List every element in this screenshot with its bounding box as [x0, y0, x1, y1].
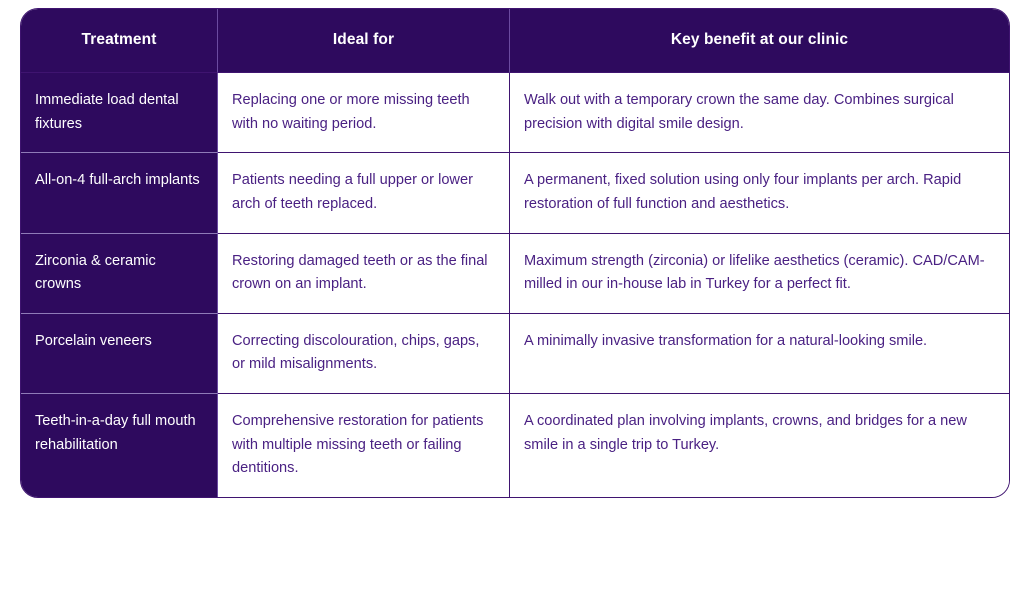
treatment-name: Porcelain veneers: [35, 332, 152, 349]
cell-ideal-for: Restoring damaged teeth or as the final …: [218, 233, 510, 314]
ideal-for-text: Patients needing a full upper or lower a…: [232, 172, 473, 212]
cell-treatment: All-on-4 full-arch implants: [21, 153, 218, 234]
treatment-name: All-on-4 full-arch implants: [35, 172, 200, 189]
table-row: Zirconia & ceramic crowns Restoring dama…: [21, 233, 1009, 314]
ideal-for-text: Replacing one or more missing teeth with…: [232, 92, 470, 132]
cell-ideal-for: Patients needing a full upper or lower a…: [218, 153, 510, 234]
treatment-comparison-table: Treatment Ideal for Key benefit at our c…: [20, 8, 1010, 499]
cell-treatment: Immediate load dental fixtures: [21, 73, 218, 154]
treatment-name: Teeth-in-a-day full mouth rehabilitation: [35, 413, 196, 453]
table-row: Immediate load dental fixtures Replacing…: [21, 73, 1009, 154]
ideal-for-text: Restoring damaged teeth or as the final …: [232, 252, 488, 293]
table-row: Teeth-in-a-day full mouth rehabilitation…: [21, 394, 1009, 498]
table-header-row: Treatment Ideal for Key benefit at our c…: [21, 9, 1009, 73]
key-benefit-text: A permanent, fixed solution using only f…: [524, 172, 962, 212]
table-row: All-on-4 full-arch implants Patients nee…: [21, 153, 1009, 234]
cell-treatment: Porcelain veneers: [21, 313, 218, 395]
key-benefit-text: Maximum strength (zirconia) or lifelike …: [524, 252, 985, 293]
key-benefit-text: A coordinated plan involving implants, c…: [524, 413, 967, 453]
cell-treatment: Teeth-in-a-day full mouth rehabilitation: [21, 394, 218, 498]
ideal-for-text: Correcting discolouration, chips, gaps, …: [232, 332, 480, 373]
table-row: Porcelain veneers Correcting discolourat…: [21, 313, 1009, 395]
key-benefit-text: Walk out with a temporary crown the same…: [524, 92, 954, 132]
column-header-treatment: Treatment: [21, 9, 218, 73]
table-header: Treatment Ideal for Key benefit at our c…: [21, 9, 1009, 73]
cell-key-benefit: A permanent, fixed solution using only f…: [510, 153, 1009, 234]
cell-ideal-for: Comprehensive restoration for patients w…: [218, 394, 510, 498]
cell-key-benefit: A coordinated plan involving implants, c…: [510, 394, 1009, 498]
table-body: Immediate load dental fixtures Replacing…: [21, 73, 1009, 498]
key-benefit-text: A minimally invasive transformation for …: [524, 332, 928, 349]
cell-treatment: Zirconia & ceramic crowns: [21, 233, 218, 314]
cell-key-benefit: Walk out with a temporary crown the same…: [510, 73, 1009, 154]
column-header-ideal-for: Ideal for: [218, 9, 510, 73]
cell-key-benefit: A minimally invasive transformation for …: [510, 313, 1009, 395]
treatment-name: Immediate load dental fixtures: [35, 92, 179, 132]
cell-ideal-for: Correcting discolouration, chips, gaps, …: [218, 313, 510, 395]
cell-key-benefit: Maximum strength (zirconia) or lifelike …: [510, 233, 1009, 314]
cell-ideal-for: Replacing one or more missing teeth with…: [218, 73, 510, 154]
treatment-name: Zirconia & ceramic crowns: [35, 252, 156, 293]
column-header-key-benefit: Key benefit at our clinic: [510, 9, 1009, 73]
ideal-for-text: Comprehensive restoration for patients w…: [232, 413, 484, 477]
